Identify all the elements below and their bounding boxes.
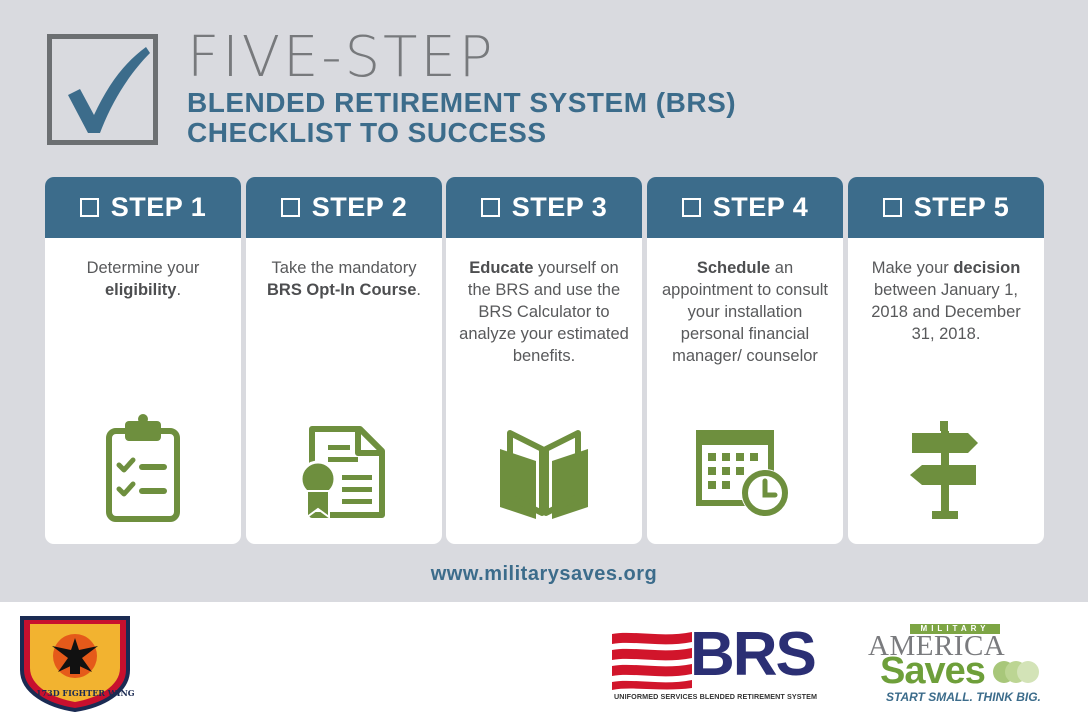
- page-subtitle-line2: CHECKLIST TO SUCCESS: [187, 117, 547, 148]
- step-description-text: yourself on the BRS and use the BRS Calc…: [459, 259, 629, 365]
- step-label: STEP 2: [311, 192, 408, 222]
- step-description-text: .: [176, 281, 182, 299]
- brs-caption: UNIFORMED SERVICES BLENDED RETIREMENT SY…: [614, 692, 818, 701]
- step-description: Determine your eligibility.: [45, 238, 241, 301]
- page-title: FIVE-STEP: [187, 25, 496, 90]
- step-label: STEP 4: [712, 192, 809, 222]
- checkbox-icon: [681, 198, 701, 217]
- step-description-text: Make your: [871, 259, 954, 277]
- step-card-2: STEP 2 Take the mandatory BRS Opt-In Cou…: [246, 177, 442, 544]
- website-link[interactable]: www.militarysaves.org: [430, 563, 658, 585]
- brs-logo: BRS UNIFORMED SERVICES BLENDED RETIREMEN…: [612, 620, 824, 702]
- step-description: Make your decision between January 1, 20…: [848, 238, 1044, 345]
- step-card-4: STEP 4 Schedule an appointment to consul…: [647, 177, 843, 544]
- step-description: Take the mandatory BRS Opt-In Course.: [246, 238, 442, 301]
- clipboard-checklist-icon: [106, 414, 180, 522]
- step-description-text: Determine your: [86, 259, 200, 277]
- step-description-text: an appointment to consult your installat…: [661, 259, 829, 365]
- step-label: STEP 3: [511, 192, 608, 222]
- fighter-wing-crest-icon: [20, 616, 130, 713]
- calendar-clock-icon: [696, 430, 789, 517]
- step-label: STEP 5: [913, 192, 1010, 222]
- step-description-text: Take the mandatory: [271, 259, 417, 277]
- signpost-icon: [910, 421, 978, 519]
- step-label: STEP 1: [110, 192, 207, 222]
- checkbox-icon: [280, 198, 300, 217]
- step-description-emphasis: eligibility: [104, 281, 177, 299]
- crest-text: 173D FIGHTER WING: [36, 688, 135, 698]
- checkbox-icon: [882, 198, 902, 217]
- america-text: AMERICA: [868, 630, 1006, 662]
- step-description: Educate yourself on the BRS and use the …: [446, 238, 642, 367]
- step-description: Schedule an appointment to consult your …: [647, 238, 843, 367]
- checkbox-icon: [480, 198, 500, 217]
- america-saves-logo: MILITARY AMERICA Saves START SMALL. THIN…: [866, 624, 1056, 710]
- step-description-text: between January 1, 2018 and December 31,…: [871, 281, 1021, 343]
- step-description-emphasis: Educate: [469, 259, 534, 277]
- flag-stripes-icon: [612, 632, 692, 690]
- top-panel: FIVE-STEP BLENDED RETIREMENT SYSTEM (BRS…: [0, 0, 1088, 602]
- certificate-document-icon: [299, 426, 385, 519]
- military-banner: MILITARY: [910, 624, 1000, 634]
- step-description-emphasis: decision: [953, 259, 1021, 277]
- fighter-wing-crest: 173D FIGHTER WING: [16, 612, 135, 717]
- step-description-text: .: [416, 281, 421, 299]
- step-card-header: STEP 2: [246, 177, 442, 238]
- step-description-emphasis: Schedule: [696, 259, 771, 277]
- brs-logo-text: BRS: [690, 620, 817, 689]
- coins-icon: [993, 661, 1039, 683]
- tagline: START SMALL. THINK BIG.: [886, 690, 1041, 704]
- page-subtitle-line1: BLENDED RETIREMENT SYSTEM (BRS): [187, 87, 737, 118]
- saves-text: Saves: [880, 650, 986, 692]
- checkmark-icon: [68, 47, 150, 133]
- step-card-header: STEP 1: [45, 177, 241, 238]
- big-checkbox: [47, 34, 158, 145]
- checkbox-icon: [79, 198, 99, 217]
- step-card-header: STEP 5: [848, 177, 1044, 238]
- step-card-5: STEP 5 Make your decision between Januar…: [848, 177, 1044, 544]
- step-card-header: STEP 4: [647, 177, 843, 238]
- step-card-3: STEP 3 Educate yourself on the BRS and u…: [446, 177, 642, 544]
- step-description-emphasis: BRS Opt-In Course: [266, 281, 417, 299]
- step-card-header: STEP 3: [446, 177, 642, 238]
- open-book-icon: [500, 430, 588, 519]
- step-card-1: STEP 1 Determine your eligibility.: [45, 177, 241, 544]
